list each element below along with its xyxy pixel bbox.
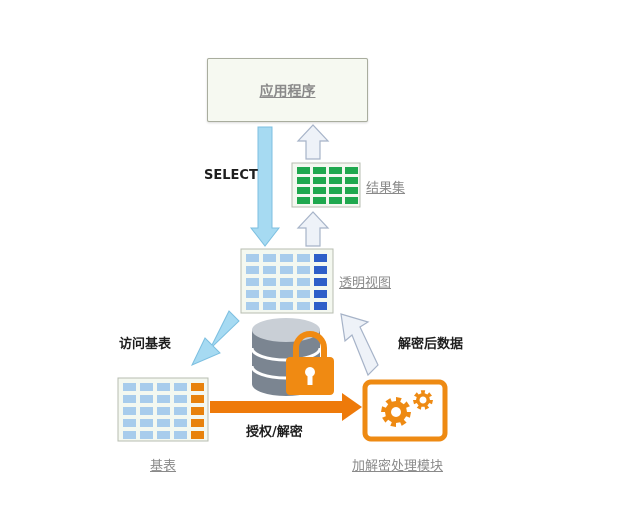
grid-cell <box>297 167 310 174</box>
grid-cell <box>313 167 326 174</box>
grid-cell <box>123 407 136 415</box>
grid-cell <box>314 254 327 262</box>
view-label: 透明视图 <box>339 276 392 291</box>
grid-cell <box>157 419 170 427</box>
access-base-arrow <box>190 310 240 366</box>
auth-decrypt-label: 授权/解密 <box>246 425 303 440</box>
application-label: 应用程序 <box>259 84 316 100</box>
grid-cell <box>329 167 342 174</box>
grid-cell <box>123 419 136 427</box>
grid-cell <box>123 431 136 439</box>
grid-cell <box>174 395 187 403</box>
grid-cell <box>314 266 327 274</box>
grid-cell <box>297 187 310 194</box>
select-label: SELECT <box>204 168 258 183</box>
grid-cell <box>263 266 276 274</box>
grid-cell <box>174 431 187 439</box>
grid-cell <box>297 290 310 298</box>
grid-cell <box>140 407 153 415</box>
grid-cell <box>140 419 153 427</box>
grid-cell <box>123 383 136 391</box>
grid-cell <box>329 197 342 204</box>
grid-cell <box>297 266 310 274</box>
grid-cell <box>191 431 204 439</box>
grid-cell <box>345 187 358 194</box>
access-base-label: 访问基表 <box>119 337 172 352</box>
grid-cell <box>191 383 204 391</box>
grid-cell <box>246 290 259 298</box>
grid-cell <box>123 395 136 403</box>
grid-cell <box>174 407 187 415</box>
result-to-app-arrow <box>296 124 330 160</box>
grid-cell <box>157 383 170 391</box>
grid-cell <box>313 187 326 194</box>
grid-cell <box>246 278 259 286</box>
grid-cell <box>246 254 259 262</box>
result-set-cells <box>297 167 358 204</box>
grid-cell <box>345 197 358 204</box>
grid-cell <box>329 177 342 184</box>
grid-cell <box>157 395 170 403</box>
grid-cell <box>191 419 204 427</box>
grid-cell <box>280 266 293 274</box>
select-arrow <box>249 126 281 247</box>
view-to-result-arrow <box>296 211 330 247</box>
grid-cell <box>263 302 276 310</box>
grid-cell <box>313 177 326 184</box>
grid-cell <box>191 407 204 415</box>
grid-cell <box>314 290 327 298</box>
grid-cell <box>297 254 310 262</box>
grid-cell <box>280 302 293 310</box>
base-table-cells <box>123 383 204 439</box>
grid-cell <box>280 278 293 286</box>
grid-cell <box>280 290 293 298</box>
grid-cell <box>263 290 276 298</box>
grid-cell <box>345 177 358 184</box>
grid-cell <box>157 407 170 415</box>
gears-icon <box>381 390 433 427</box>
grid-cell <box>157 431 170 439</box>
grid-cell <box>280 254 293 262</box>
decrypted-data-label: 解密后数据 <box>398 337 464 352</box>
grid-cell <box>140 431 153 439</box>
grid-cell <box>174 383 187 391</box>
grid-cell <box>297 278 310 286</box>
application-box: 应用程序 <box>207 58 368 122</box>
grid-cell <box>297 302 310 310</box>
grid-cell <box>174 419 187 427</box>
grid-cell <box>140 395 153 403</box>
lock-icon <box>286 331 334 395</box>
grid-cell <box>297 177 310 184</box>
grid-cell <box>246 302 259 310</box>
grid-cell <box>246 266 259 274</box>
grid-cell <box>140 383 153 391</box>
grid-cell <box>313 197 326 204</box>
grid-cell <box>191 395 204 403</box>
auth-decrypt-arrow <box>210 393 362 421</box>
decrypted-data-arrow <box>340 313 379 377</box>
base-table-label: 基表 <box>150 459 177 474</box>
grid-cell <box>329 187 342 194</box>
grid-cell <box>345 167 358 174</box>
view-cells <box>246 254 327 310</box>
grid-cell <box>314 302 327 310</box>
crypto-module-label: 加解密处理模块 <box>352 459 444 474</box>
grid-cell <box>297 197 310 204</box>
grid-cell <box>263 278 276 286</box>
result-set-label: 结果集 <box>366 181 406 196</box>
grid-cell <box>314 278 327 286</box>
grid-cell <box>263 254 276 262</box>
